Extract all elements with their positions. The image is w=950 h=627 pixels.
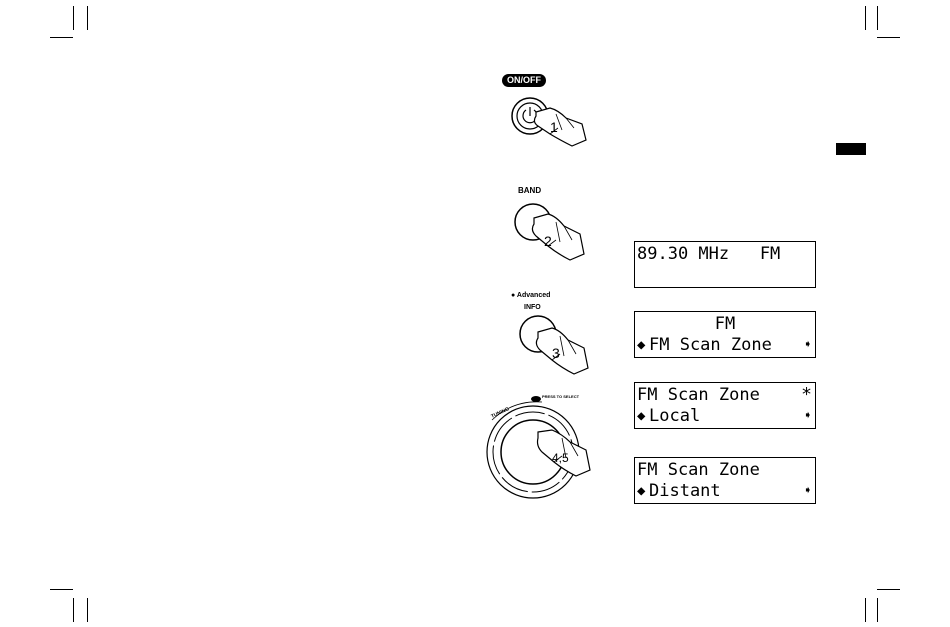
right-arrow-icon: ➧ (804, 481, 812, 501)
info-button-label: INFO (524, 304, 541, 311)
pointing-hand-icon (532, 214, 584, 260)
right-arrow-icon: ➧ (804, 335, 812, 355)
advanced-caption: ● Advanced (511, 292, 550, 299)
bullet-icon: ● (511, 292, 515, 299)
onoff-button-illustration: 1 (500, 88, 600, 158)
band-button-label: BAND (518, 186, 541, 195)
lcd-line-1: FM (637, 314, 813, 334)
info-button-illustration: 3 (508, 312, 600, 387)
language-tab-marker (836, 143, 866, 155)
lcd-display-fm-menu: FM ◆ FM Scan Zone ➧ (634, 311, 816, 358)
step-number: 2 (544, 233, 552, 249)
right-arrow-icon: ➧ (804, 406, 812, 426)
onoff-button-label: ON/OFF (502, 74, 546, 87)
lcd-line-2: Distant (649, 481, 813, 501)
step-number: 3 (552, 345, 560, 361)
lcd-line-1: 89.30 MHz FM (637, 244, 813, 264)
lcd-line-2: FM Scan Zone (649, 335, 813, 355)
lcd-line-2: Local (649, 406, 813, 426)
tuning-knob-illustration: TUNING PRESS TO SELECT 4,5 (478, 390, 603, 500)
step-number: 1 (550, 119, 558, 135)
select-button-icon (531, 396, 541, 402)
pointing-hand-icon (534, 108, 586, 146)
lcd-display-distant: FM Scan Zone ◆ Distant ➧ (634, 457, 816, 504)
step-number: 4,5 (552, 451, 569, 465)
lcd-line-1: FM Scan Zone (637, 460, 813, 480)
lcd-line-1: FM Scan Zone (637, 385, 813, 405)
lcd-display-local: FM Scan Zone * ◆ Local ➧ (634, 382, 816, 429)
lcd-display-frequency: 89.30 MHz FM (634, 241, 816, 288)
left-arrow-icon: ◆ (637, 335, 645, 355)
left-arrow-icon: ◆ (637, 406, 645, 426)
pointing-hand-icon (536, 328, 588, 374)
band-button-illustration: 2 (500, 198, 600, 273)
selected-marker: * (801, 385, 812, 405)
press-to-select-label: PRESS TO SELECT (542, 394, 580, 399)
left-arrow-icon: ◆ (637, 481, 645, 501)
